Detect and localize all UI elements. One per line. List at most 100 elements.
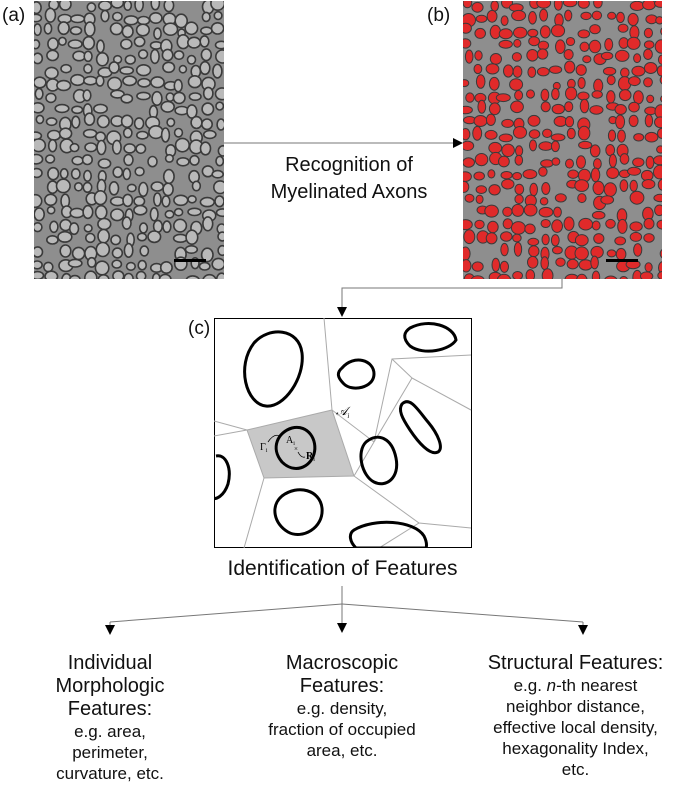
axon-cell — [120, 93, 134, 104]
axon-cell — [618, 89, 632, 102]
axon-cell — [149, 48, 160, 65]
axon-cell — [554, 193, 567, 203]
axon-cell — [513, 26, 528, 39]
axon-cell — [615, 114, 626, 130]
axon-cell — [501, 143, 515, 158]
axon-cell — [134, 166, 145, 177]
axon-cell — [498, 28, 513, 40]
axon-cell — [215, 272, 224, 279]
axon-cell — [166, 117, 176, 128]
axon-cell — [173, 127, 184, 138]
axon-cell — [70, 168, 81, 180]
axon-cell — [68, 222, 80, 236]
axon-cell — [100, 9, 110, 23]
axon-cell — [629, 190, 645, 205]
axon-cell — [34, 52, 44, 65]
axon-cell — [34, 153, 44, 165]
contour-pointer — [267, 434, 281, 443]
axon-cell — [589, 24, 601, 35]
axon-cell — [45, 92, 57, 104]
axon-cell — [471, 1, 484, 13]
axon-cell — [604, 38, 614, 51]
axon-cell — [133, 36, 146, 48]
axon-cell — [475, 14, 488, 23]
axon-cell — [96, 114, 110, 129]
axon-cell — [487, 169, 496, 179]
axon-cell — [84, 270, 98, 279]
axon-cell — [159, 260, 173, 274]
micrograph-image — [34, 1, 224, 279]
axon-cell — [84, 232, 96, 244]
axon-cell — [643, 40, 655, 50]
axon-cell — [57, 36, 67, 46]
axon-cell — [55, 178, 71, 194]
axon-cell — [509, 78, 524, 91]
segmented-svg — [463, 1, 662, 279]
axon-cell — [199, 196, 216, 208]
axon-cell — [173, 207, 184, 217]
axon-cell — [217, 231, 224, 242]
axon-cell — [644, 131, 659, 143]
axon-cell — [463, 1, 473, 9]
axon-cell — [591, 10, 603, 21]
panel-c-label: (c) — [188, 318, 211, 339]
axon-cell — [660, 95, 662, 103]
axon-cell — [201, 11, 211, 23]
axon-cell — [579, 98, 590, 114]
axon-cell — [162, 61, 176, 74]
axon-cell — [484, 204, 499, 218]
axon-cell — [591, 270, 601, 279]
axon-cell — [512, 125, 528, 139]
axon-cell — [135, 270, 147, 279]
axon-cell — [214, 40, 224, 50]
axon-cell — [653, 155, 662, 166]
feature-detail-line: area, etc. — [306, 741, 378, 760]
axon-cell — [475, 194, 484, 205]
axon-cell — [526, 89, 535, 99]
axon-cell — [555, 39, 566, 55]
axon-cell — [112, 11, 123, 22]
axon-cell — [216, 118, 224, 131]
axon-cell — [510, 100, 524, 114]
axon-cell — [538, 166, 548, 177]
feature-detail-line: perimeter, — [72, 743, 148, 762]
axon-cell — [198, 261, 211, 271]
axon-cell — [184, 245, 199, 255]
axon-cell — [108, 61, 120, 74]
axon-cell — [173, 50, 185, 61]
axon-cell — [470, 275, 485, 279]
axon-cell — [574, 246, 589, 261]
axon-cell — [475, 74, 486, 89]
feature-individual: Individual Morphologic Features: e.g. ar… — [10, 652, 210, 784]
axon-cell — [45, 234, 59, 245]
axon-cell — [577, 193, 587, 204]
axon-cell — [150, 76, 165, 89]
axon-cell — [523, 203, 538, 217]
axon-cell — [565, 37, 576, 46]
axon-cell — [498, 155, 510, 168]
axon-cell — [174, 13, 188, 29]
axon-cell — [511, 9, 527, 22]
axon-cell — [498, 133, 514, 143]
axon-cell — [539, 8, 549, 22]
feature-detail-line: etc. — [561, 760, 590, 779]
axon-cell — [564, 9, 573, 22]
axon-cell — [184, 21, 199, 36]
axon-cell — [96, 139, 107, 156]
axon-cell — [210, 1, 224, 11]
axon-cell — [600, 51, 614, 61]
axon-cell — [656, 219, 662, 230]
axon-cell — [656, 65, 662, 77]
axon-cell — [528, 36, 540, 47]
micrograph-svg — [34, 1, 224, 279]
axon-cell — [549, 65, 563, 74]
arrow-b-to-c-line — [341, 279, 563, 316]
segmented-micrograph-image — [463, 1, 662, 279]
axon-contours — [214, 322, 458, 548]
axon-cell — [69, 274, 81, 279]
axon-cell — [186, 54, 197, 65]
axon-cell — [34, 167, 43, 179]
axon-cell — [602, 66, 617, 76]
axon-cell — [550, 234, 560, 247]
axon-cell — [215, 208, 224, 218]
